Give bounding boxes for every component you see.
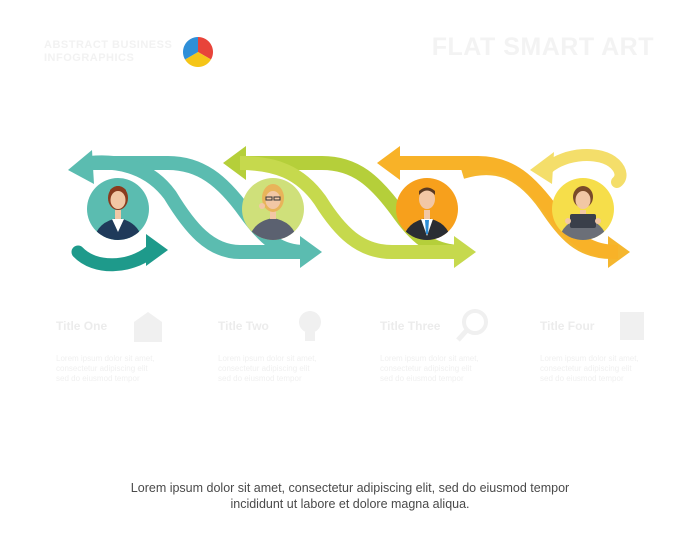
wave-segment-3 [377,146,619,259]
footer-line-1: Lorem ipsum dolor sit amet, consectetur … [130,481,570,495]
document-icon [620,312,644,340]
step-text-1: Lorem ipsum dolor sit amet, consectetur … [56,354,155,383]
person-avatar-2 [242,178,304,240]
step-title-2: Title Two [218,319,269,333]
step-block-4: Title Four Lorem ipsum dolor sit amet, c… [540,308,650,384]
footer-line-2: incididunt ut labore et dolore magna ali… [230,497,470,511]
building-icon [134,312,162,342]
step-title-1: Title One [56,319,108,333]
person-avatar-1 [87,178,149,240]
step-title-4: Title Four [540,319,595,333]
step-title-3: Title Three [380,319,441,333]
logo-text: ABSTRACT BUSINESS INFOGRAPHICS [44,39,172,65]
step-text-2: Lorem ipsum dolor sit amet, consectetur … [218,354,317,383]
step-block-2: Title Two Lorem ipsum dolor sit amet, co… [218,308,328,384]
lightbulb-icon [299,311,321,341]
step-text-4: Lorem ipsum dolor sit amet, consectetur … [540,354,639,383]
header-logo: ABSTRACT BUSINESS INFOGRAPHICS [44,36,214,68]
pie-logo-icon [183,36,214,68]
logo-line-1: ABSTRACT BUSINESS [44,39,173,51]
step-block-1: Title One Lorem ipsum dolor sit amet, co… [56,308,166,384]
page-title: FLAT SMART ART [431,33,654,61]
footer-description: Lorem ipsum dolor sit amet, consectetur … [0,480,700,512]
step-block-3: Title Three Lorem ipsum dolor sit amet, … [380,308,490,384]
magnifier-icon [456,309,488,342]
step-text-3: Lorem ipsum dolor sit amet, consectetur … [380,354,479,383]
logo-line-2: INFOGRAPHICS [44,52,135,64]
person-avatar-3 [396,178,458,240]
